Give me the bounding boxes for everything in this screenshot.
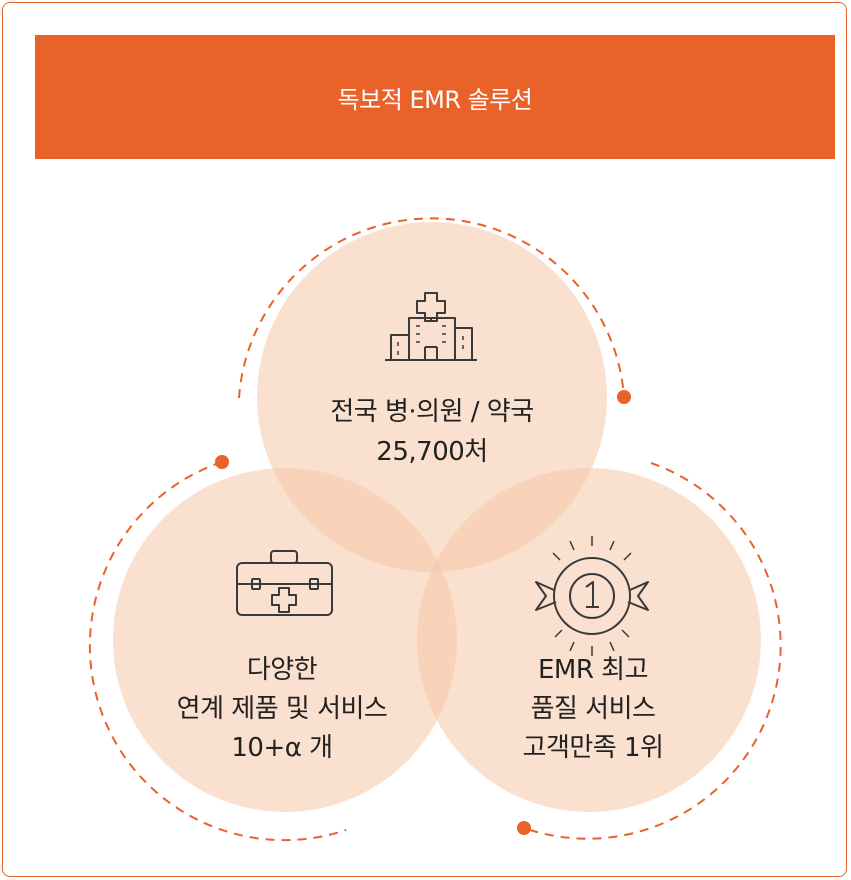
circle-right (417, 468, 761, 812)
circle-right-line-2: 품질 서비스 (531, 694, 656, 724)
circle-left (113, 468, 457, 812)
medal-number-one-icon (535, 536, 649, 656)
banner-title: 독보적 EMR 솔루션 (337, 85, 533, 114)
circle-top-line-1: 전국 병·의원 / 약국 (330, 397, 533, 427)
circle-top-line-2: 25,700처 (376, 437, 487, 467)
medical-kit-icon (236, 550, 333, 616)
circle-right-line-3: 고객만족 1위 (523, 733, 664, 763)
header-banner: 독보적 EMR 솔루션 (35, 35, 835, 159)
arc-endpoint-dot-left (215, 455, 229, 469)
circle-left-line-3: 10+α 개 (231, 733, 332, 763)
dashed-arc-right (523, 462, 782, 840)
arc-endpoint-dot-bottom (517, 821, 531, 835)
dashed-arc-left (88, 461, 347, 842)
arc-endpoint-dot-top (617, 390, 631, 404)
circle-left-line-1: 다양한 (247, 655, 317, 685)
hospital-icon (385, 292, 477, 361)
dashed-arc-top (238, 217, 625, 399)
circle-right-line-1: EMR 최고 (538, 655, 648, 685)
circle-left-line-2: 연계 제품 및 서비스 (177, 694, 388, 724)
